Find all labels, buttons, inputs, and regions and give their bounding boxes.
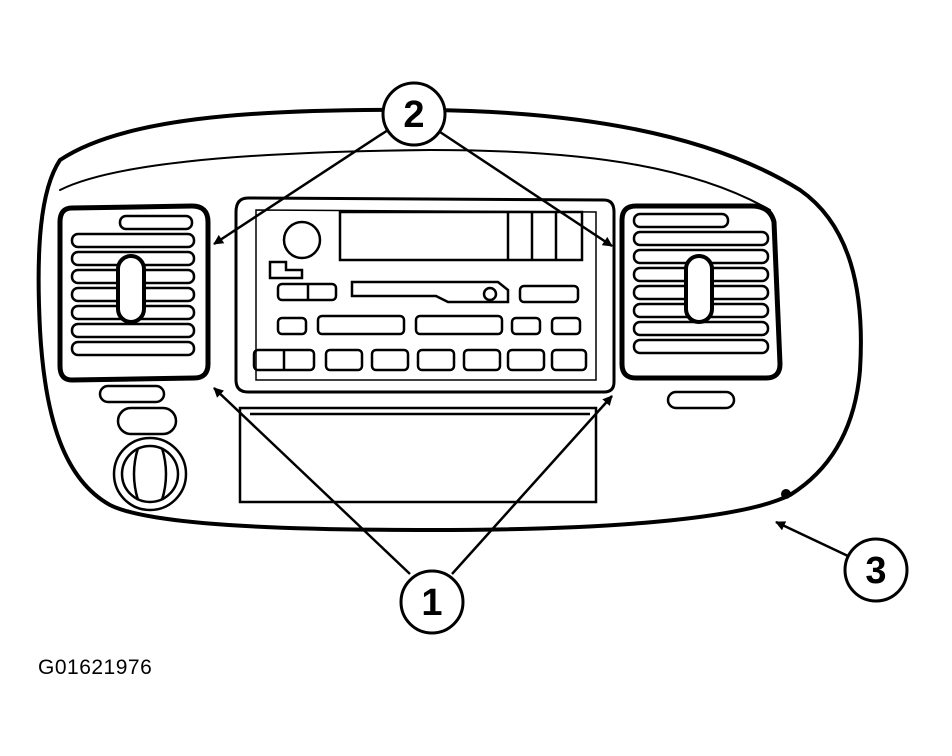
right-lower-details: [666, 390, 791, 499]
arrow-1-right: [451, 395, 613, 575]
arrow-3: [775, 520, 849, 558]
callout-1: 1: [399, 569, 465, 635]
radio-unit: [234, 196, 616, 394]
arrow-2-right: [439, 130, 613, 248]
leader-arrows: [213, 128, 849, 575]
callout-1-label: 1: [421, 582, 442, 624]
left-air-vent: [57, 203, 211, 383]
storage-bin: [238, 406, 598, 504]
callout-3: 3: [843, 537, 909, 603]
right-air-vent: [619, 203, 783, 381]
left-lower-controls: [98, 384, 188, 512]
callout-2: 2: [381, 81, 447, 147]
callout-2-label: 2: [403, 94, 424, 136]
arrow-2-left: [213, 128, 389, 246]
callout-3-label: 3: [865, 550, 886, 592]
figure-code: G01621976: [38, 656, 153, 679]
arrow-1-left: [213, 387, 411, 575]
